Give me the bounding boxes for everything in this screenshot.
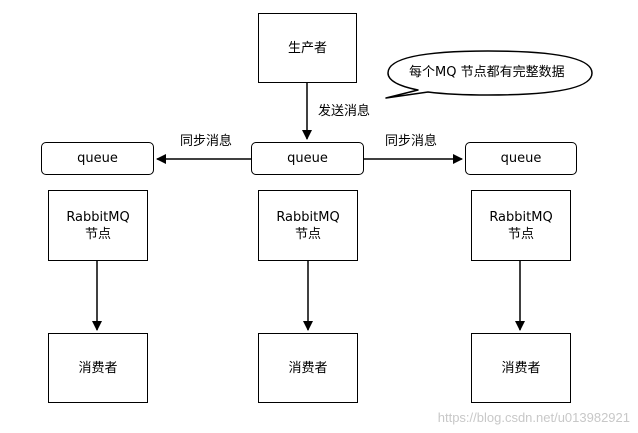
rabbitmq-node-left-label: RabbitMQ 节点 xyxy=(66,209,130,242)
queue-center-label: queue xyxy=(287,151,328,166)
rabbitmq-node-left: RabbitMQ 节点 xyxy=(48,190,148,261)
producer-box: 生产者 xyxy=(258,13,357,83)
callout-text: 每个MQ 节点都有完整数据 xyxy=(409,65,565,80)
sync-left-edge-label: 同步消息 xyxy=(180,134,233,149)
consumer-center: 消费者 xyxy=(258,333,358,403)
consumer-right: 消费者 xyxy=(471,333,571,403)
publish-edge-label: 发送消息 xyxy=(318,104,371,119)
rabbitmq-node-center: RabbitMQ 节点 xyxy=(258,190,358,261)
consumer-left-label: 消费者 xyxy=(78,360,118,376)
rabbitmq-node-center-label: RabbitMQ 节点 xyxy=(276,209,340,242)
producer-label: 生产者 xyxy=(287,40,327,56)
consumer-left: 消费者 xyxy=(48,333,148,403)
rabbitmq-node-right-label: RabbitMQ 节点 xyxy=(489,209,553,242)
consumer-center-label: 消费者 xyxy=(288,360,328,376)
consumer-right-label: 消费者 xyxy=(501,360,541,376)
queue-left: queue xyxy=(41,142,154,175)
rabbitmq-node-right: RabbitMQ 节点 xyxy=(471,190,571,261)
queue-right-label: queue xyxy=(500,151,542,166)
queue-right: queue xyxy=(465,142,577,175)
queue-center: queue xyxy=(251,142,364,175)
callout-bubble xyxy=(385,50,593,99)
queue-left-label: queue xyxy=(77,151,118,166)
watermark-text: https://blog.csdn.net/u013982921 xyxy=(437,410,630,425)
sync-right-edge-label: 同步消息 xyxy=(385,134,438,149)
